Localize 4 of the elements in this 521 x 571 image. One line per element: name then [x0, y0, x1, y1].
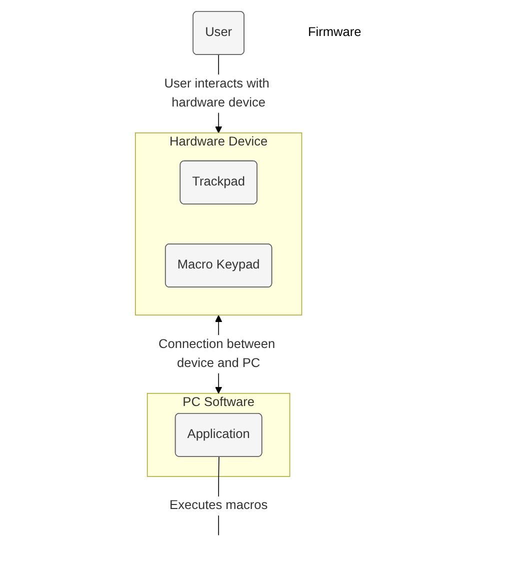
node-text: Firmware: [308, 26, 362, 40]
edge-label: Connection between device and PC: [158, 337, 276, 370]
edge-label: User interacts with hardware device: [164, 76, 270, 110]
edge-label: Executes macros: [170, 498, 268, 512]
